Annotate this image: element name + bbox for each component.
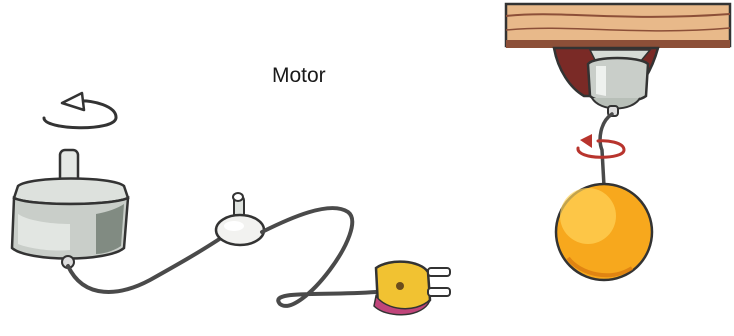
power-cord-segment (66, 234, 226, 294)
hanging-motor-illustration (552, 46, 660, 117)
inline-cord-switch-icon (214, 192, 266, 247)
rotation-arrow-icon (576, 134, 626, 159)
motor-shaft-rod (598, 112, 614, 188)
electric-motor-illustration (10, 148, 130, 269)
hanging-yellow-ball (554, 182, 654, 282)
wooden-ceiling-board (504, 2, 732, 48)
electric-plug-icon (373, 260, 451, 316)
counterclockwise-rotation-arrow-icon (42, 91, 118, 130)
power-cord-segment (260, 206, 378, 308)
motor-caption: Motor (272, 64, 326, 87)
